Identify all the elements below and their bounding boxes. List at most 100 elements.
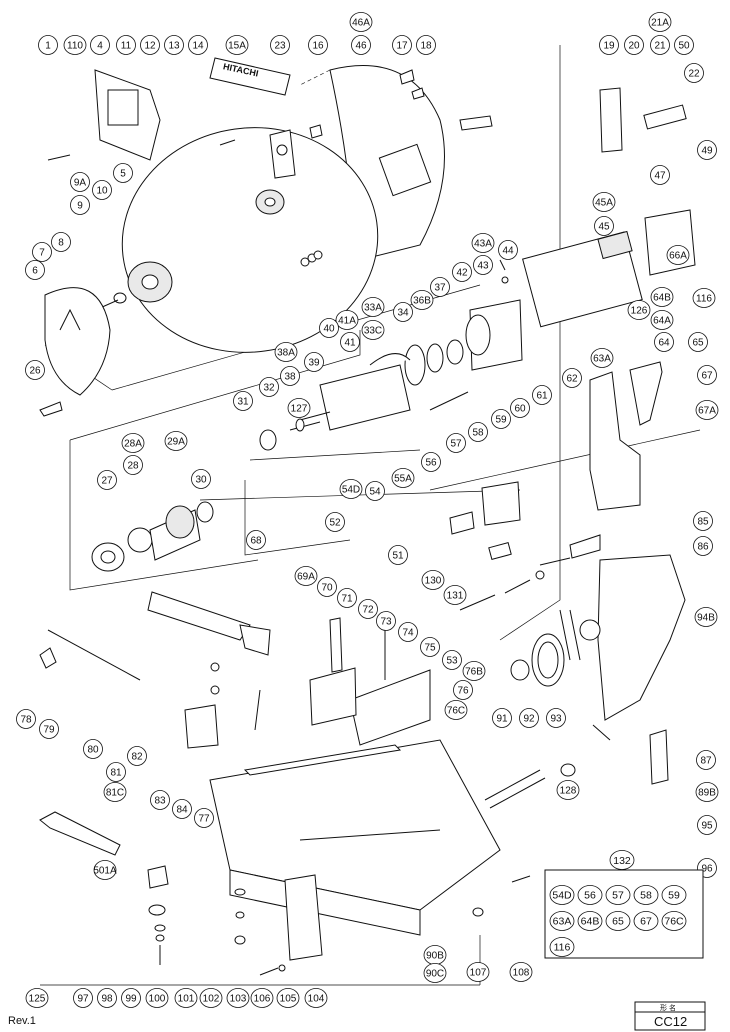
part-callout: 36B <box>410 290 434 310</box>
callout-circle <box>199 988 223 1008</box>
part-callout: 47 <box>650 165 670 185</box>
part-callout: 102 <box>199 988 223 1008</box>
callout-circle <box>471 233 495 253</box>
part-callout: 127 <box>287 398 311 418</box>
cutting-base <box>209 739 501 911</box>
callout-circle <box>226 988 250 1008</box>
callout-circle <box>335 310 359 330</box>
callout-circle <box>650 310 674 330</box>
part-callout: 67 <box>697 365 717 385</box>
part-callout: 29A <box>164 431 188 451</box>
kit-item-label: 64B <box>581 916 600 928</box>
callout-circle <box>63 35 87 55</box>
callout-circle <box>491 409 511 429</box>
part-callout: 79 <box>39 719 59 739</box>
part-callout: 41A <box>335 310 359 330</box>
callout-circle <box>349 12 373 32</box>
callout-circle <box>468 422 488 442</box>
part-callout: 11 <box>116 35 136 55</box>
spacer-block <box>284 874 323 961</box>
part-callout: 56 <box>421 452 441 472</box>
part-callout: 17 <box>392 35 412 55</box>
part-callout: 5 <box>113 163 133 183</box>
part-callout: 44 <box>498 240 518 260</box>
part-number-label: 80 <box>87 745 99 756</box>
callout-circle <box>233 391 253 411</box>
callout-circle <box>442 650 462 670</box>
kit-item-circle <box>549 911 575 931</box>
part-number-label: 23 <box>274 41 286 52</box>
part-callout: 39 <box>304 352 324 372</box>
part-callout: 70 <box>317 577 337 597</box>
callout-circle <box>684 63 704 83</box>
part-callout: 130 <box>421 570 445 590</box>
callout-circle <box>688 332 708 352</box>
callout-circle <box>492 708 512 728</box>
part-callout: 1 <box>38 35 58 55</box>
part-number-label: 108 <box>513 968 530 979</box>
part-number-label: 126 <box>631 306 648 317</box>
part-number-label: 54D <box>342 485 360 496</box>
part-callout: 107 <box>466 962 490 982</box>
part-number-label: 44 <box>502 246 514 257</box>
kit-item-circle <box>549 885 575 905</box>
callout-circle <box>70 195 90 215</box>
part-number-label: 67 <box>701 371 713 382</box>
part-number-label: 42 <box>456 268 468 279</box>
part-callout: 61 <box>532 385 552 405</box>
callout-circle <box>39 719 59 739</box>
part-number-label: 100 <box>149 994 166 1005</box>
callout-circle <box>648 12 672 32</box>
part-callout: 43 <box>473 255 493 275</box>
part-number-label: 46 <box>355 41 367 52</box>
part-number-label: 22 <box>688 69 700 80</box>
part-callout: 52 <box>325 512 345 532</box>
part-number-label: 15A <box>228 41 246 52</box>
callout-circle <box>510 398 530 418</box>
callout-circle <box>38 35 58 55</box>
part-number-label: 116 <box>696 294 712 305</box>
callout-circle <box>276 988 300 1008</box>
callout-circle <box>121 988 141 1008</box>
part-callout: 9 <box>70 195 90 215</box>
callout-circle <box>509 962 533 982</box>
callout-circle <box>246 530 266 550</box>
callout-circle <box>90 35 110 55</box>
part-number-label: 83 <box>154 796 166 807</box>
part-number-label: 110 <box>67 41 83 52</box>
callout-circle <box>398 622 418 642</box>
part-number-label: 94B <box>697 613 715 624</box>
callout-circle <box>466 962 490 982</box>
part-callout: 57 <box>446 433 466 453</box>
part-number-label: 62 <box>566 374 578 385</box>
callout-circle <box>421 570 445 590</box>
part-number-label: 79 <box>43 725 55 736</box>
part-number-label: 12 <box>144 41 156 52</box>
callout-circle <box>16 709 36 729</box>
part-number-label: 41A <box>338 316 356 327</box>
callout-circle <box>83 739 103 759</box>
brand-plate <box>209 57 291 96</box>
part-callout: 41 <box>340 332 360 352</box>
callout-circle <box>340 332 360 352</box>
callout-circle <box>391 468 415 488</box>
part-number-label: 65 <box>692 338 704 349</box>
callout-circle <box>25 260 45 280</box>
part-callout: 27 <box>97 470 117 490</box>
revision-label: Rev.1 <box>8 1015 36 1027</box>
callout-circle <box>443 585 467 605</box>
callout-circle <box>453 680 473 700</box>
part-callout: 93 <box>546 708 566 728</box>
part-callout: 92 <box>519 708 539 728</box>
callout-circle <box>365 481 385 501</box>
part-number-label: 45A <box>595 198 613 209</box>
callout-circle <box>562 368 582 388</box>
part-number-label: 95 <box>701 821 713 832</box>
part-number-label: 21A <box>651 18 669 29</box>
part-callout: 45A <box>592 192 616 212</box>
part-callout: 73 <box>376 611 396 631</box>
part-number-label: 32 <box>263 383 275 394</box>
part-number-label: 37 <box>434 283 446 294</box>
callout-circle <box>73 988 93 1008</box>
model-number: CC12 <box>654 1014 687 1029</box>
